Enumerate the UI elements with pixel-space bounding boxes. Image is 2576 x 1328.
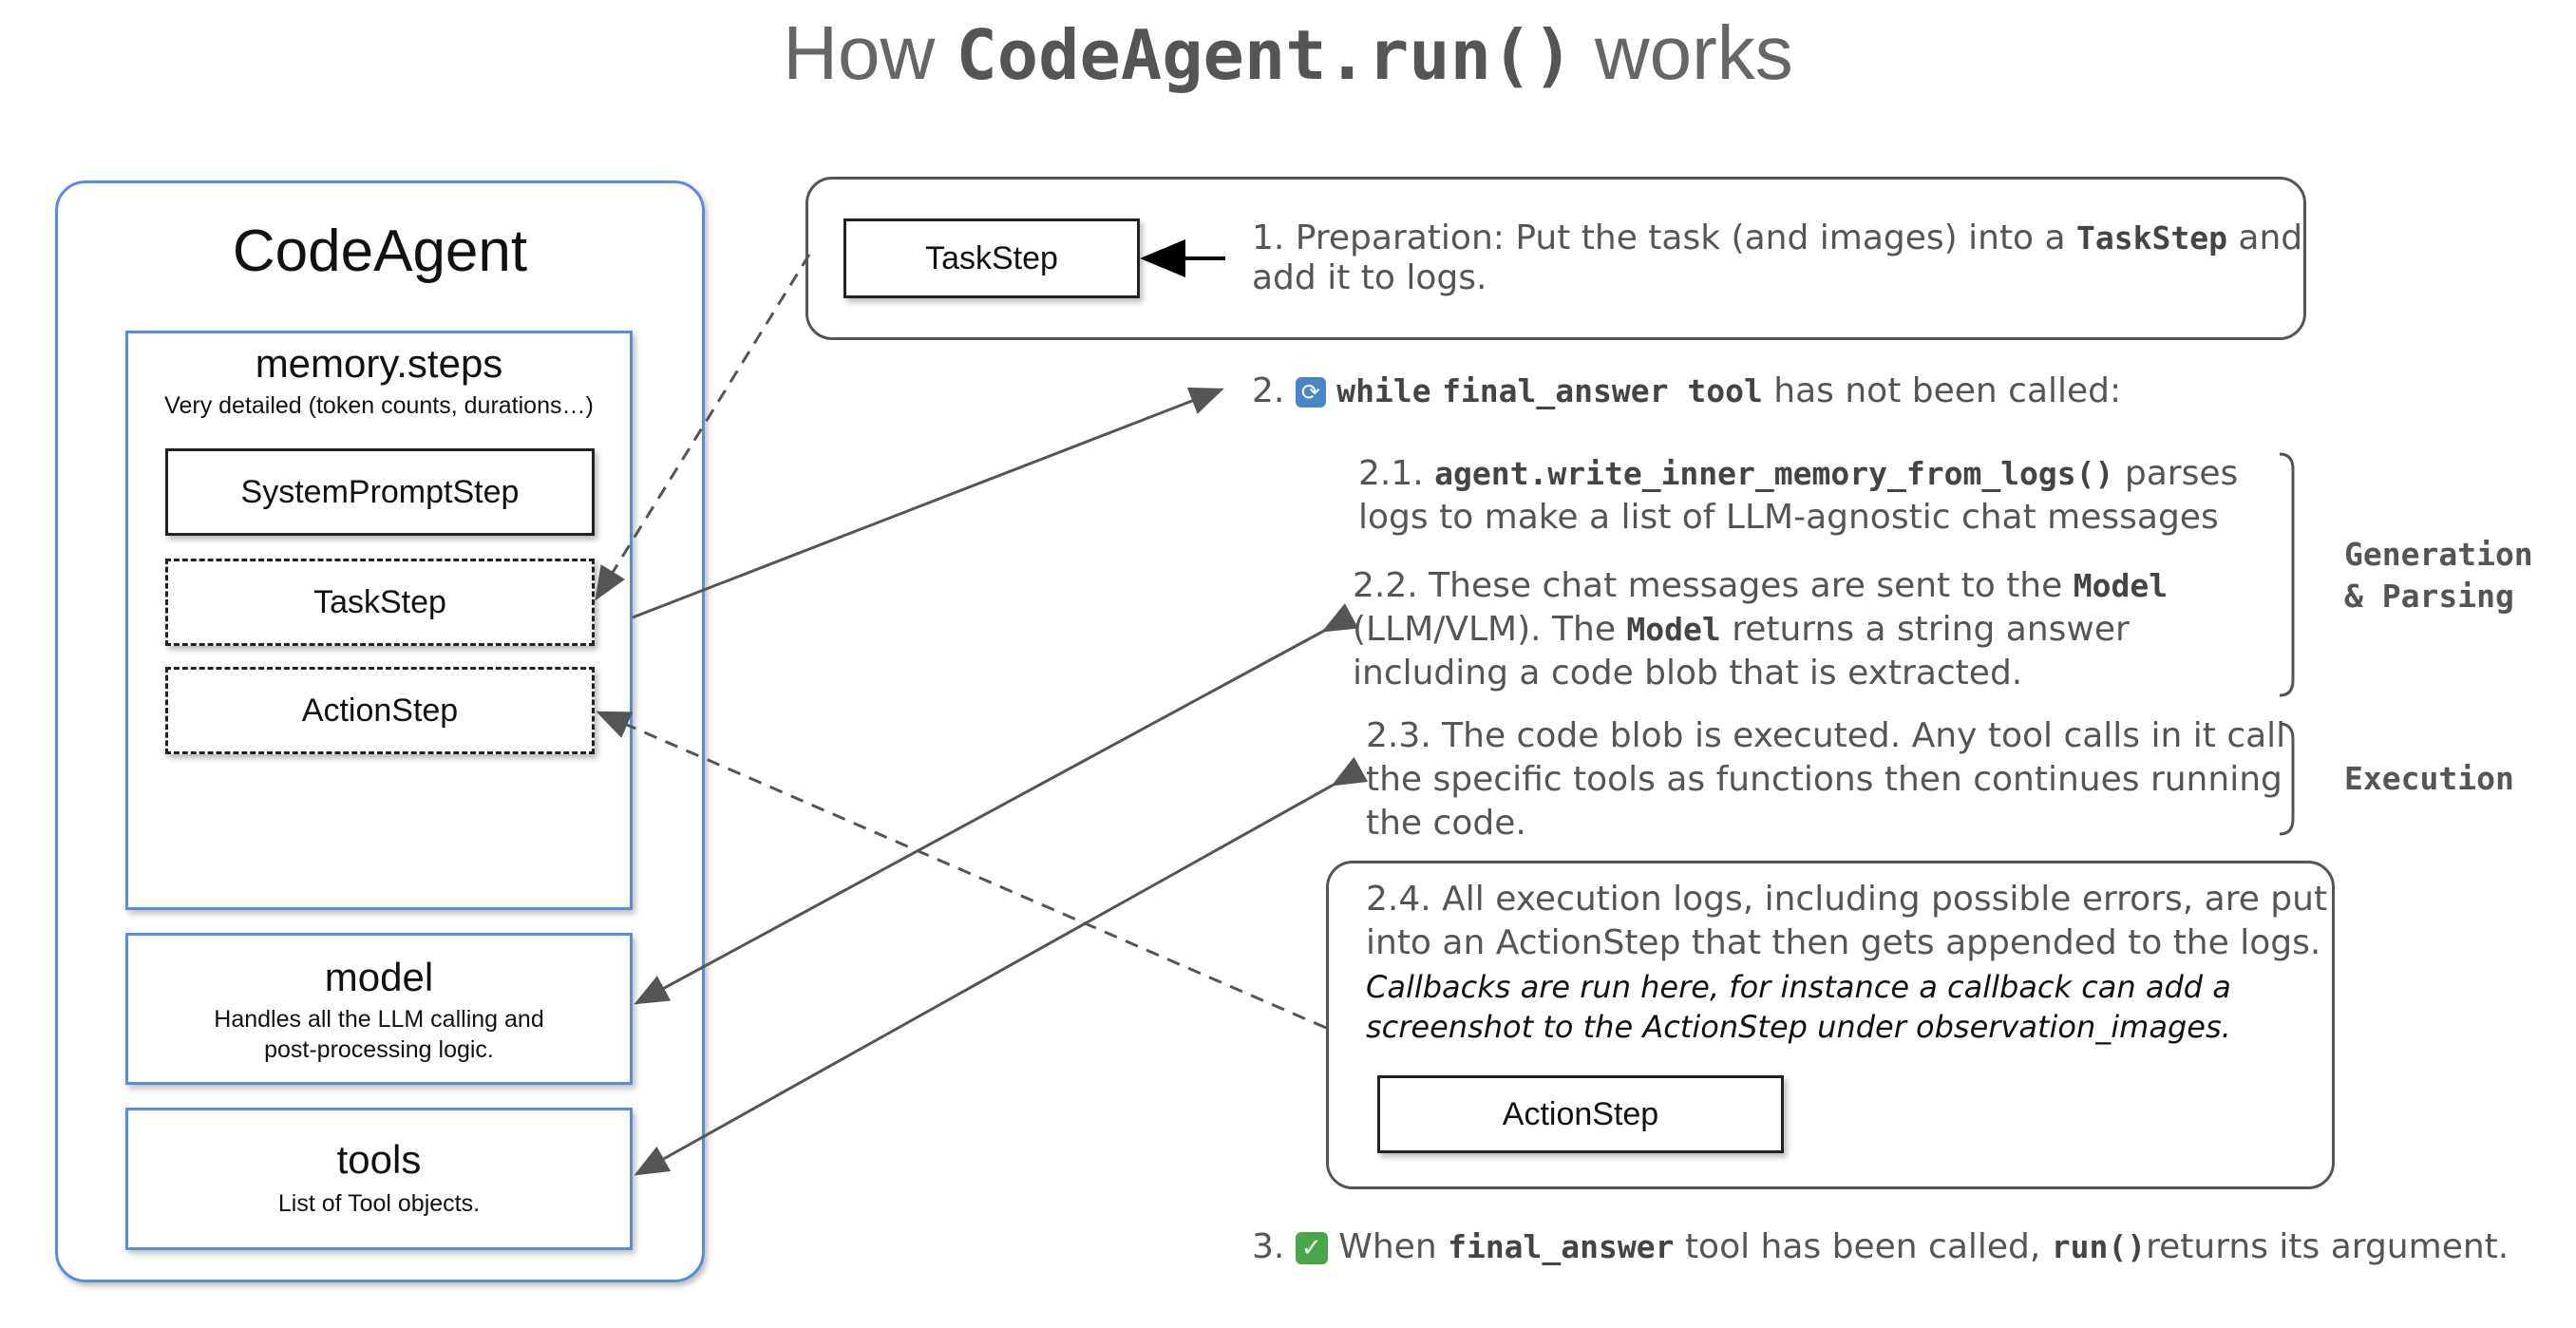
actionstep-dashed-arrow bbox=[596, 711, 1327, 1030]
model-desc-line2: post-processing logic. bbox=[264, 1036, 494, 1063]
step24-actionstep-box: ActionStep bbox=[1377, 1075, 1784, 1153]
model-step22-arrow bbox=[634, 603, 1359, 1005]
generation-bracket bbox=[2279, 452, 2295, 697]
memory-steps-subtitle: Very detailed (token counts, durations…) bbox=[164, 392, 594, 419]
step3-line: 3. ✓ When final_answer tool has been cal… bbox=[1252, 1225, 2509, 1269]
step24-line2: into an ActionStep that then gets append… bbox=[1366, 923, 2321, 962]
step21-rest: parses bbox=[2113, 454, 2239, 493]
step21-line1: 2.1. agent.write_inner_memory_from_logs(… bbox=[1358, 452, 2238, 496]
step1-taskstep-box: TaskStep bbox=[843, 218, 1140, 298]
step22-text-c: returns a string answer bbox=[1720, 610, 2130, 649]
step24-italic1: Callbacks are run here, for instance a c… bbox=[1366, 969, 2231, 1005]
step24-line1: 2.4. All execution logs, including possi… bbox=[1366, 880, 2328, 919]
step3-code1: final_answer bbox=[1448, 1228, 1675, 1265]
memory-steps-title: memory.steps bbox=[255, 341, 503, 386]
generation-label-line2: & Parsing bbox=[2344, 578, 2514, 615]
taskstep-dashed-arrow bbox=[595, 254, 811, 601]
step22-line3: including a code blob that is extracted. bbox=[1353, 654, 2023, 692]
step23-line1: 2.3. The code blob is executed. Any tool… bbox=[1366, 716, 2286, 755]
model-desc-line1: Handles all the LLM calling and bbox=[214, 1006, 544, 1033]
step22-text-b: (LLM/VLM). The bbox=[1353, 610, 1627, 649]
title-code: CodeAgent.run() bbox=[956, 15, 1574, 95]
step22-line1: 2.2. These chat messages are sent to the… bbox=[1353, 564, 2168, 608]
step3-num: 3. bbox=[1252, 1227, 1285, 1266]
step3-text-c: returns its argument. bbox=[2146, 1227, 2510, 1266]
step2-rest: has not been called: bbox=[1773, 371, 2122, 410]
taskstep-to-loop-arrow bbox=[632, 387, 1224, 619]
step24-italic2: screenshot to the ActionStep under obser… bbox=[1366, 1009, 2231, 1045]
tools-desc: List of Tool objects. bbox=[277, 1190, 481, 1217]
title-suffix: works bbox=[1573, 10, 1793, 95]
step2-while: while bbox=[1336, 372, 1431, 409]
execution-bracket bbox=[2279, 722, 2295, 836]
step2-line: 2. ⟳ while final_answer tool has not bee… bbox=[1252, 370, 2121, 413]
task-step-box: TaskStep bbox=[165, 559, 595, 646]
step23-line3: the code. bbox=[1366, 804, 1526, 843]
step23-line2: the specific tools as functions then con… bbox=[1366, 760, 2282, 799]
codeagent-title: CodeAgent bbox=[232, 218, 528, 284]
tools-step23-arrow bbox=[634, 756, 1369, 1176]
loop-arrows-icon: ⟳ bbox=[1295, 377, 1326, 408]
step22-code1: Model bbox=[2073, 567, 2169, 604]
step1-code: TaskStep bbox=[2076, 219, 2227, 256]
system-prompt-step-box: SystemPromptStep bbox=[165, 448, 595, 536]
page-title: How CodeAgent.run() works bbox=[0, 9, 2576, 97]
execution-label: Execution bbox=[2344, 760, 2514, 797]
step1-text-a: 1. Preparation: Put the task (and images… bbox=[1252, 218, 2077, 257]
model-panel: model Handles all the LLM calling and po… bbox=[125, 933, 633, 1085]
step21-line2: logs to make a list of LLM-agnostic chat… bbox=[1358, 498, 2219, 537]
step1-text-b: and bbox=[2226, 218, 2303, 257]
tools-title: tools bbox=[336, 1137, 422, 1182]
step2-code: final_answer tool bbox=[1442, 372, 1763, 409]
action-step-box: ActionStep bbox=[165, 667, 595, 754]
step3-text-b: tool has been called, bbox=[1674, 1227, 2052, 1266]
check-mark-icon: ✓ bbox=[1295, 1232, 1328, 1264]
step22-text-a: 2.2. These chat messages are sent to the bbox=[1353, 566, 2074, 605]
step2-num: 2. bbox=[1252, 371, 1285, 410]
model-title: model bbox=[324, 955, 434, 999]
title-prefix: How bbox=[783, 10, 957, 95]
tools-panel: tools List of Tool objects. bbox=[125, 1108, 633, 1250]
step1-line1: 1. Preparation: Put the task (and images… bbox=[1252, 217, 2302, 260]
step1-line2: add it to logs. bbox=[1252, 258, 1487, 297]
step21-code: agent.write_inner_memory_from_logs() bbox=[1434, 455, 2114, 492]
step21-num: 2.1. bbox=[1358, 454, 1424, 493]
generation-parsing-label: Generation & Parsing bbox=[2344, 534, 2533, 617]
step3-code2: run() bbox=[2051, 1228, 2147, 1265]
step22-line2: (LLM/VLM). The Model returns a string an… bbox=[1353, 608, 2130, 652]
step3-text-a: When bbox=[1327, 1227, 1449, 1266]
generation-label-line1: Generation bbox=[2344, 536, 2533, 573]
step22-code2: Model bbox=[1626, 611, 1721, 648]
